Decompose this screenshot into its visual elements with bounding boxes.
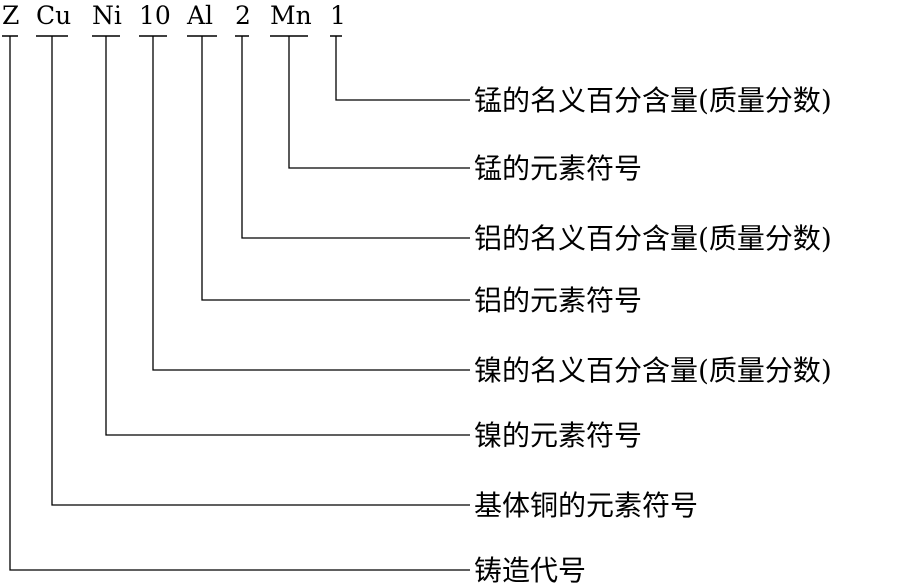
- grade-code-row: Z Cu Ni 10 Al 2 Mn 1: [2, 1, 346, 37]
- leader-line-mn: [288, 36, 470, 169]
- label-ni-content: 镍的名义百分含量(质量分数): [474, 354, 832, 387]
- leader-line-al: [201, 36, 470, 301]
- label-z: 铸造代号: [474, 554, 586, 583]
- leader-line-cu: [51, 36, 470, 506]
- grade-code-cu: Cu: [36, 1, 71, 30]
- leader-lines: [9, 36, 470, 571]
- grade-code-al: Al: [186, 1, 213, 30]
- leader-line-ni-content: [152, 36, 470, 371]
- grade-code-ni: Ni: [92, 1, 122, 30]
- grade-code-z: Z: [2, 1, 19, 30]
- label-mn: 锰的元素符号: [474, 152, 642, 185]
- grade-code-mn-content: 1: [330, 1, 346, 30]
- grade-code-mn: Mn: [270, 1, 312, 30]
- label-al-content: 铝的名义百分含量(质量分数): [474, 222, 832, 255]
- leader-line-ni: [105, 36, 470, 436]
- leader-line-z: [9, 36, 470, 571]
- leader-line-al-content: [241, 36, 470, 239]
- label-ni: 镍的元素符号: [474, 419, 642, 452]
- label-mn-content: 锰的名义百分含量(质量分数): [474, 84, 832, 117]
- grade-code-ni-content: 10: [139, 1, 171, 30]
- label-cu: 基体铜的元素符号: [474, 489, 698, 522]
- label-al: 铝的元素符号: [474, 284, 642, 317]
- leader-line-mn-content: [335, 36, 470, 101]
- grade-code-al-content: 2: [235, 1, 251, 30]
